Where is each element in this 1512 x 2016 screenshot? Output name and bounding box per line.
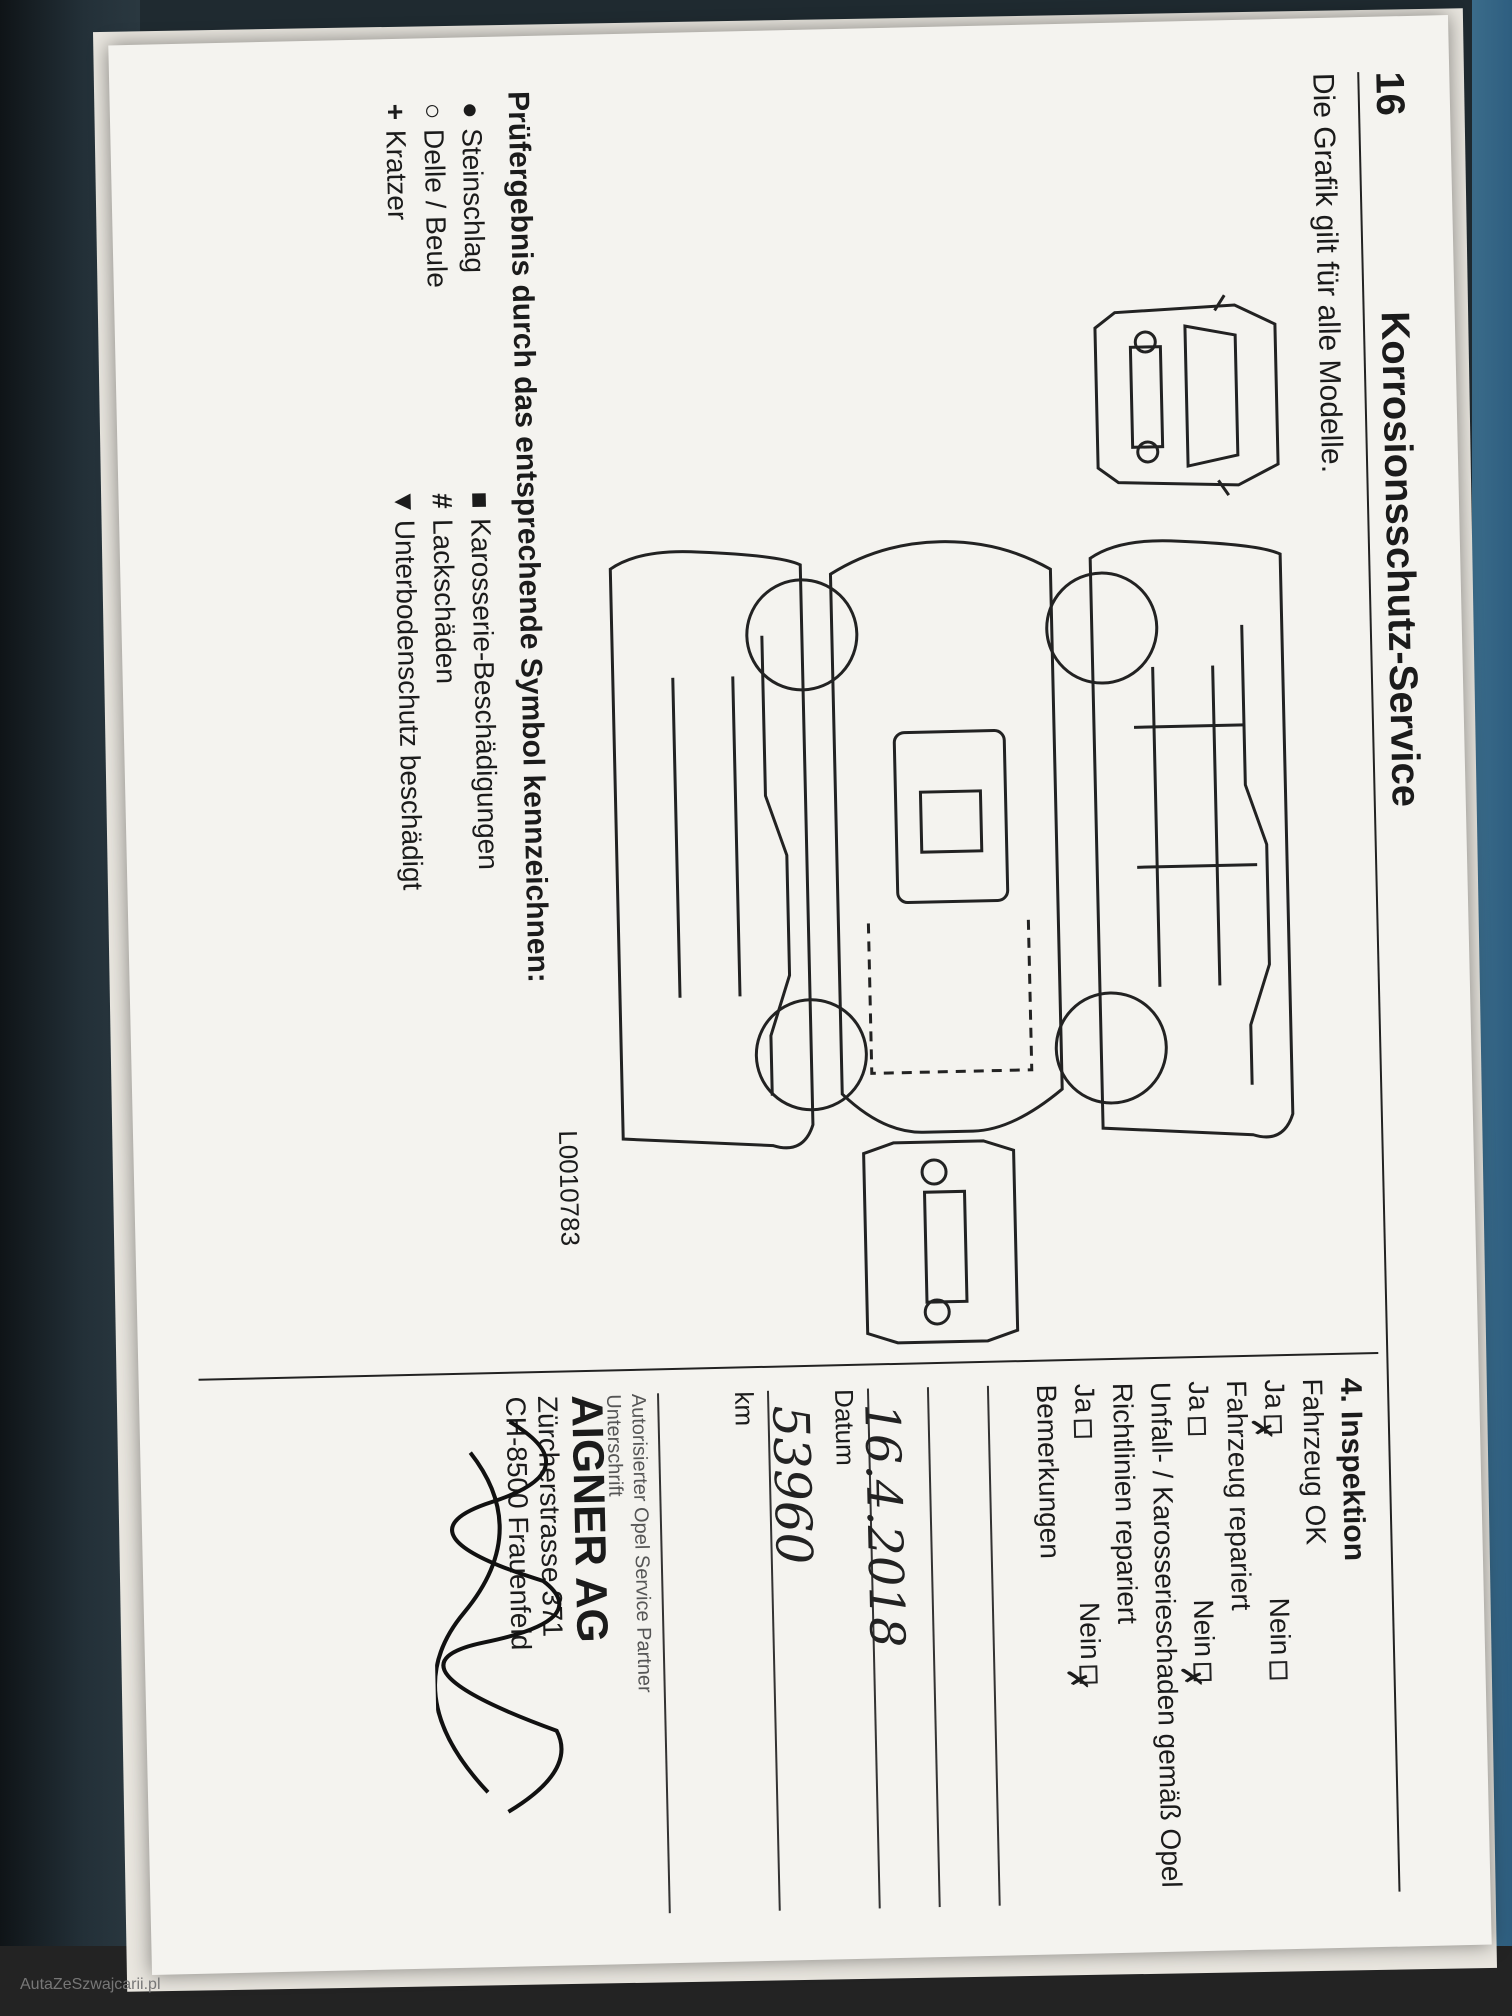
- date-handwritten: 16.4.2018: [853, 1402, 915, 1649]
- answer-row: Ja Nein ✗: [1176, 1380, 1224, 1689]
- legend-heading: Prüfergebnis durch das entsprechende Sym…: [501, 90, 555, 984]
- watermark: AutaZeSzwajcarii.pl: [20, 1976, 161, 1993]
- page-title: Korrosionsschutz-Service: [1372, 310, 1428, 808]
- no-checkbox-checked[interactable]: ✗: [1176, 1662, 1213, 1689]
- legend-item: + Kratzer: [375, 94, 417, 290]
- legend-label: Karosserie-Beschädigungen: [465, 517, 505, 871]
- km-handwritten: 53960: [761, 1404, 823, 1566]
- yes-checkbox[interactable]: [1074, 1419, 1093, 1438]
- yes-label: Ja: [1068, 1383, 1101, 1414]
- image-code: L0010783: [553, 1129, 586, 1247]
- no-checkbox-checked[interactable]: ✗: [1062, 1665, 1099, 1692]
- remarks-line: [926, 1387, 941, 1908]
- handwritten-signature: [433, 1419, 564, 1814]
- yes-label: Ja: [1182, 1380, 1215, 1411]
- intro-text: Die Grafik gilt für alle Modelle.: [1306, 72, 1349, 474]
- car-top-view: [828, 540, 1064, 1134]
- yes-label: Ja: [1258, 1378, 1291, 1410]
- legend-label: Lackschäden: [427, 518, 462, 685]
- dent-symbol: ○: [417, 102, 450, 120]
- car-diagram: [608, 294, 1295, 1345]
- question-accident-repaired: Unfall- / Karosserieschaden gemäß Opel R…: [1106, 1381, 1188, 1888]
- no-label: Nein: [1187, 1599, 1221, 1658]
- car-front-view: [1093, 294, 1280, 497]
- signature-line: [657, 1393, 671, 1914]
- no-label: Nein: [1263, 1597, 1297, 1656]
- inspection-section: 4. Inspektion Fahrzeug OK Ja✗ Nein Fahrz…: [1027, 1377, 1381, 1905]
- yes-checkbox-checked[interactable]: ✗: [1246, 1414, 1283, 1441]
- legend-label: Kratzer: [380, 129, 414, 221]
- underbody-damage-symbol: ▼: [388, 487, 421, 517]
- remarks-line: [986, 1385, 1001, 1906]
- no-label: Nein: [1073, 1601, 1107, 1660]
- body-damage-symbol: ■: [464, 491, 496, 509]
- legend-item: ■ Karosserie-Beschädigungen: [460, 482, 507, 889]
- page-content: 16 Korrosionsschutz-Service Die Grafik g…: [129, 30, 1472, 1959]
- stone-chip-symbol: ●: [455, 101, 488, 120]
- paint-damage-symbol: #: [426, 492, 458, 510]
- car-side-view-top: [1045, 539, 1295, 1139]
- page-number: 16: [1367, 70, 1413, 117]
- yes-checkbox[interactable]: [1188, 1416, 1207, 1435]
- no-checkbox[interactable]: [1269, 1661, 1289, 1680]
- car-rear-view: [862, 1139, 1020, 1345]
- scratch-symbol: +: [379, 103, 412, 121]
- date-label: Datum: [828, 1388, 861, 1467]
- km-label: km: [728, 1391, 760, 1427]
- legend-item: ○ Delle / Beule: [413, 93, 455, 289]
- legend-label: Delle / Beule: [418, 128, 453, 289]
- legend-item: ● Steinschlag: [451, 92, 493, 288]
- answer-row: Ja Nein ✗: [1062, 1383, 1110, 1692]
- legend-label: Steinschlag: [456, 127, 491, 274]
- answer-row: Ja ✗ Nein: [1246, 1378, 1300, 1680]
- car-side-view-bottom: [608, 550, 868, 1150]
- column-divider: [198, 1351, 1379, 1381]
- booklet-page: 16 Korrosionsschutz-Service Die Grafik g…: [108, 15, 1492, 1975]
- legend-left-column: ● Steinschlag ○ Delle / Beule + Kratzer: [375, 92, 493, 289]
- legend-right-column: ■Karosserie-Beschädigungen #Lackschäden …: [384, 482, 507, 891]
